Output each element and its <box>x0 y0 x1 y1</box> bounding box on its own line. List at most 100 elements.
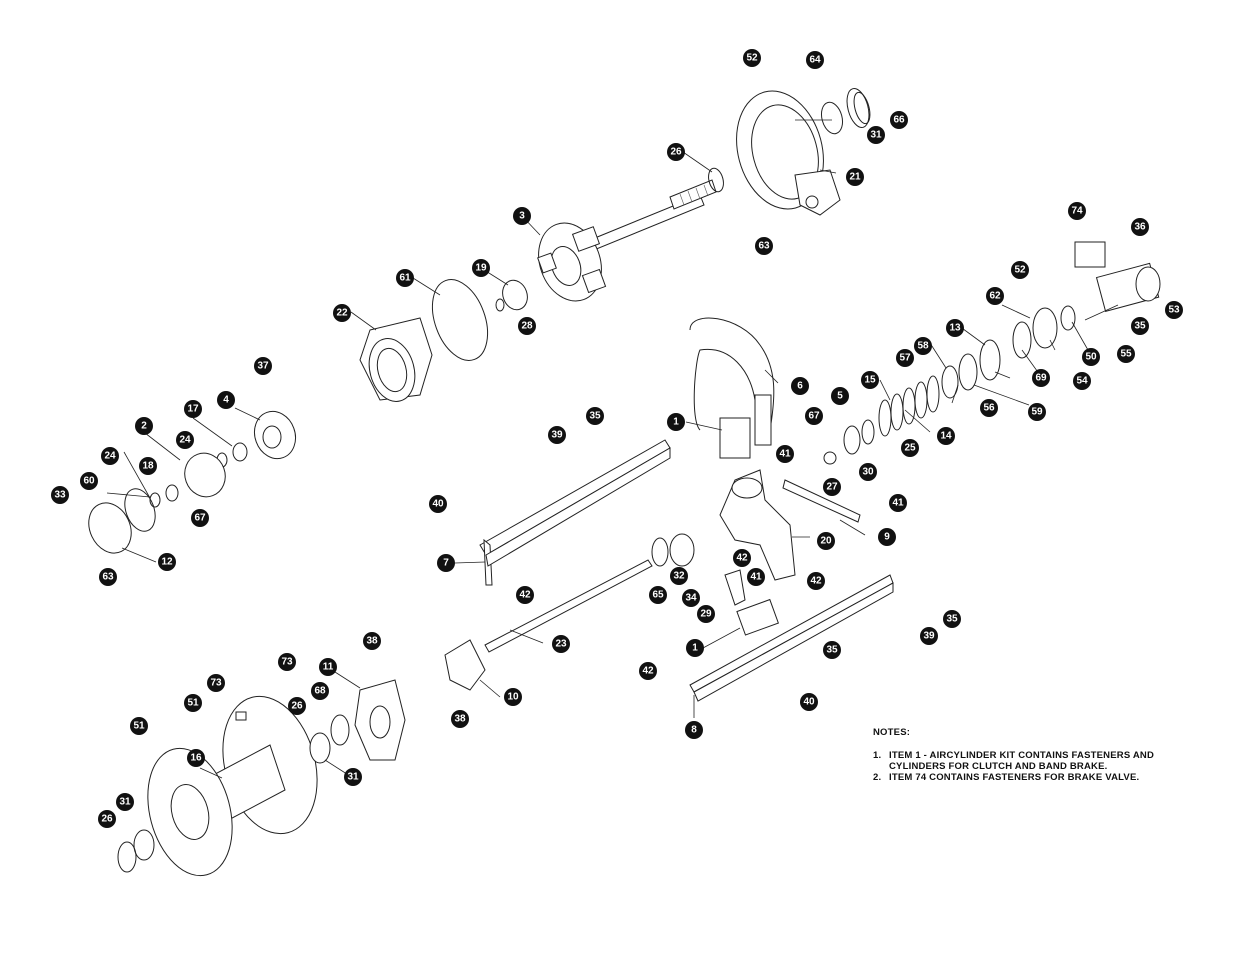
carrier-part <box>253 410 297 460</box>
svg-text:30: 30 <box>862 467 874 478</box>
callout-bubble: 24 <box>176 431 194 449</box>
callout-bubble: 34 <box>682 589 700 607</box>
svg-text:23: 23 <box>555 639 567 650</box>
svg-text:73: 73 <box>281 657 293 668</box>
svg-text:27: 27 <box>826 482 838 493</box>
svg-text:39: 39 <box>551 430 563 441</box>
callout-bubble: 26 <box>98 810 116 828</box>
svg-text:56: 56 <box>983 403 995 414</box>
callout-bubble: 8 <box>685 721 703 739</box>
svg-text:7: 7 <box>443 558 449 569</box>
callout-bubble: 37 <box>254 357 272 375</box>
callout-bubble: 35 <box>1131 317 1149 335</box>
callout-bubble: 56 <box>980 399 998 417</box>
svg-text:73: 73 <box>210 678 222 689</box>
callout-bubble: 59 <box>1028 403 1046 421</box>
svg-text:19: 19 <box>475 263 487 274</box>
winch-drum-part <box>147 695 318 877</box>
callout-bubble: 63 <box>99 568 117 586</box>
svg-text:14: 14 <box>940 431 952 442</box>
note-number: 1. <box>873 750 882 761</box>
callout-bubble: 40 <box>800 693 818 711</box>
callout-bubble: 24 <box>101 447 119 465</box>
callout-bubble: 36 <box>1131 218 1149 236</box>
brake-valve-part <box>1074 241 1106 268</box>
brake-seal-part <box>1012 321 1032 359</box>
callout-bubble: 3 <box>513 207 531 225</box>
callout-bubble: 17 <box>184 400 202 418</box>
callout-bubble: 68 <box>311 682 329 700</box>
svg-text:50: 50 <box>1085 352 1097 363</box>
note-item: 1. ITEM 1 - AIRCYLINDER KIT CONTAINS FAS… <box>873 750 1173 772</box>
callout-bubble: 23 <box>552 635 570 653</box>
sun-gear-part <box>502 279 528 311</box>
svg-text:35: 35 <box>946 614 958 625</box>
callout-bubble: 53 <box>1165 301 1183 319</box>
frame-channel-part <box>479 439 671 586</box>
callout-bubble: 51 <box>130 717 148 735</box>
piston-ring-part <box>941 365 959 399</box>
callout-bubble: 40 <box>429 495 447 513</box>
callout-bubble: 10 <box>504 688 522 706</box>
svg-text:42: 42 <box>642 666 654 677</box>
callout-bubble: 21 <box>846 168 864 186</box>
svg-text:37: 37 <box>257 361 269 372</box>
flange-part <box>354 679 406 761</box>
callout-bubble: 2 <box>135 417 153 435</box>
air-cylinder-part <box>719 417 751 459</box>
bearing-mid-part <box>309 732 331 764</box>
hub-gear-part <box>979 339 1001 381</box>
nut-part <box>823 451 837 465</box>
svg-text:29: 29 <box>700 609 712 620</box>
svg-text:39: 39 <box>923 631 935 642</box>
svg-text:64: 64 <box>809 55 821 66</box>
callout-bubbles: 52 64 66 31 21 26 3 63 19 28 61 22 74 36… <box>51 49 1183 828</box>
callout-bubble: 39 <box>920 627 938 645</box>
svg-text:52: 52 <box>746 53 758 64</box>
svg-text:51: 51 <box>187 698 199 709</box>
svg-text:22: 22 <box>336 308 348 319</box>
svg-text:38: 38 <box>366 636 378 647</box>
svg-text:26: 26 <box>291 701 303 712</box>
callout-bubble: 28 <box>518 317 536 335</box>
svg-text:67: 67 <box>808 411 820 422</box>
callout-bubble: 35 <box>823 641 841 659</box>
key-part <box>235 711 247 721</box>
callout-bubble: 29 <box>697 605 715 623</box>
bearing-part <box>820 101 844 135</box>
bracket-part <box>719 469 796 581</box>
svg-text:61: 61 <box>399 273 411 284</box>
parts-drawing <box>88 88 1161 877</box>
callout-bubble: 61 <box>396 269 414 287</box>
callout-bubble: 73 <box>278 653 296 671</box>
callout-bubble: 52 <box>743 49 761 67</box>
svg-text:40: 40 <box>432 499 444 510</box>
callout-bubble: 42 <box>516 586 534 604</box>
drum-flange-part <box>359 317 433 402</box>
svg-text:33: 33 <box>54 490 66 501</box>
callout-bubble: 27 <box>823 478 841 496</box>
callout-bubble: 51 <box>184 694 202 712</box>
svg-text:34: 34 <box>685 593 697 604</box>
callout-bubble: 74 <box>1068 202 1086 220</box>
callout-bubble: 22 <box>333 304 351 322</box>
callout-bubble: 52 <box>1011 261 1029 279</box>
snap-ring-part <box>495 298 505 312</box>
callout-bubble: 42 <box>733 549 751 567</box>
svg-text:51: 51 <box>133 721 145 732</box>
svg-text:21: 21 <box>849 172 861 183</box>
callout-bubble: 50 <box>1082 348 1100 366</box>
ring-part <box>846 88 870 128</box>
lever-part <box>724 569 746 606</box>
callout-bubble: 18 <box>139 457 157 475</box>
note-item: 2. ITEM 74 CONTAINS FASTENERS FOR BRAKE … <box>873 772 1173 783</box>
svg-text:57: 57 <box>899 353 911 364</box>
sun-gear-small-part <box>165 484 179 502</box>
callout-bubble: 41 <box>747 568 765 586</box>
svg-text:53: 53 <box>1168 305 1180 316</box>
callout-bubble: 7 <box>437 554 455 572</box>
callout-bubble: 60 <box>80 472 98 490</box>
callout-bubble: 31 <box>344 768 362 786</box>
callout-bubble: 16 <box>187 749 205 767</box>
svg-text:62: 62 <box>989 291 1001 302</box>
